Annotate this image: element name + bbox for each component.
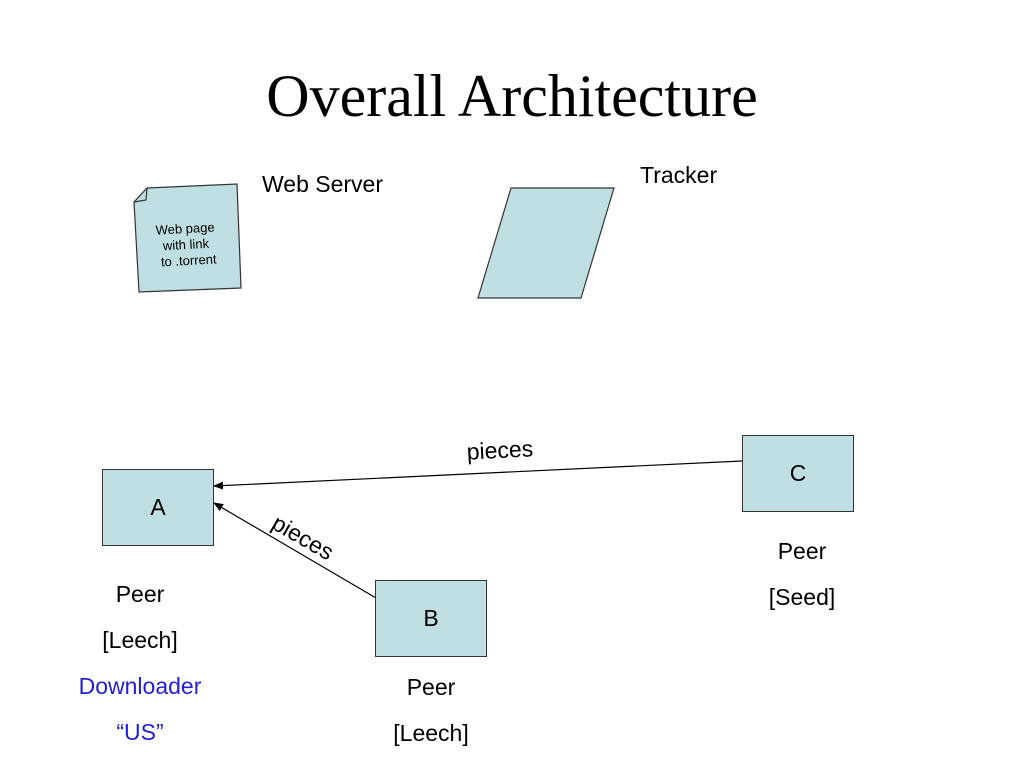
arrow-c-to-a xyxy=(213,460,743,490)
web-page-text-line-1: Web page xyxy=(155,220,215,238)
web-page-document-icon xyxy=(133,183,242,293)
slide-title: Overall Architecture xyxy=(266,63,758,129)
peer-c-state: [Seed] xyxy=(768,584,836,610)
peer-a-role: Peer xyxy=(115,581,165,607)
peer-b-state: [Leech] xyxy=(393,720,469,746)
peer-b-box-label: B xyxy=(423,605,439,631)
peer-c-box-label: C xyxy=(789,460,807,486)
tracker-shape xyxy=(477,187,615,299)
peer-a-state: [Leech] xyxy=(102,627,178,653)
peer-c-box: C xyxy=(742,435,854,512)
web-server-label: Web Server xyxy=(262,171,384,197)
web-page-text-line-3: to .torrent xyxy=(161,251,218,269)
peer-a-us-label: “US” xyxy=(116,719,164,745)
peer-a-box: A xyxy=(102,469,214,546)
web-page-text-line-2: with link xyxy=(161,236,209,253)
web-page-text-group: Web page with link to .torrent xyxy=(155,220,217,270)
peer-a-box-label: A xyxy=(150,494,166,520)
arrow-b-to-a xyxy=(213,502,377,599)
tracker-label: Tracker xyxy=(640,162,718,188)
edge-label-c-to-a: pieces xyxy=(466,435,534,464)
peer-c-role: Peer xyxy=(777,538,827,564)
peer-b-role: Peer xyxy=(406,674,456,700)
peer-b-box: B xyxy=(375,580,487,657)
edge-label-b-to-a: pieces xyxy=(268,509,339,565)
peer-a-downloader-label: Downloader xyxy=(78,673,202,699)
